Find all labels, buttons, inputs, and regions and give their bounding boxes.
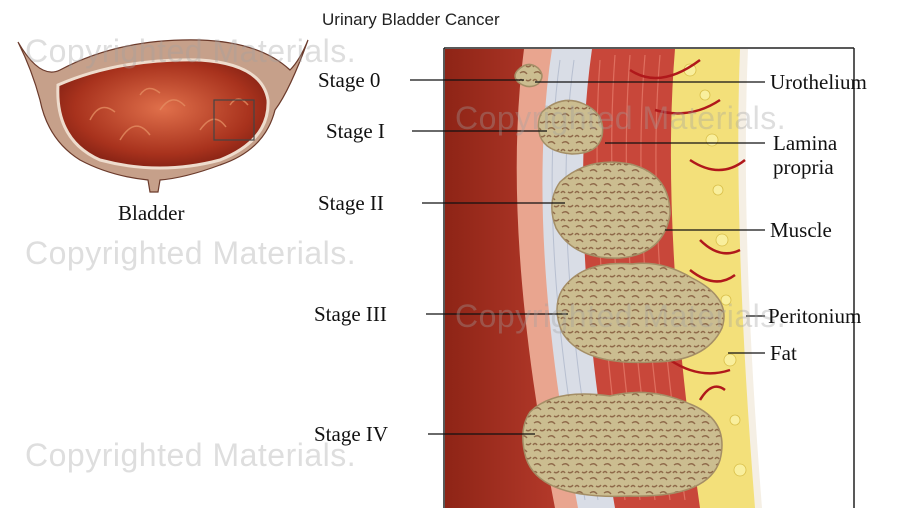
bladder-thumbnail — [18, 40, 308, 192]
fat-label: Fat — [770, 342, 797, 364]
bladder-label: Bladder — [118, 202, 184, 224]
diagram-title: Urinary Bladder Cancer — [322, 10, 500, 30]
tumor-stage-iv — [523, 392, 722, 496]
stage-0-label: Stage 0 — [318, 69, 380, 91]
stage-iii-label: Stage III — [314, 303, 387, 325]
urothelium-label: Urothelium — [770, 71, 867, 93]
lamina-propria-label-line2: propria — [773, 156, 834, 178]
stage-ii-label: Stage II — [318, 192, 384, 214]
tumor-stage-i — [538, 100, 602, 154]
bladder-wall-section — [444, 48, 854, 508]
stage-i-label: Stage I — [326, 120, 385, 142]
lamina-propria-label-line1: Lamina — [773, 132, 837, 154]
peritonium-label: Peritonium — [768, 305, 861, 327]
tumor-stage-ii — [552, 162, 670, 258]
stage-iv-label: Stage IV — [314, 423, 388, 445]
muscle-label: Muscle — [770, 219, 832, 241]
